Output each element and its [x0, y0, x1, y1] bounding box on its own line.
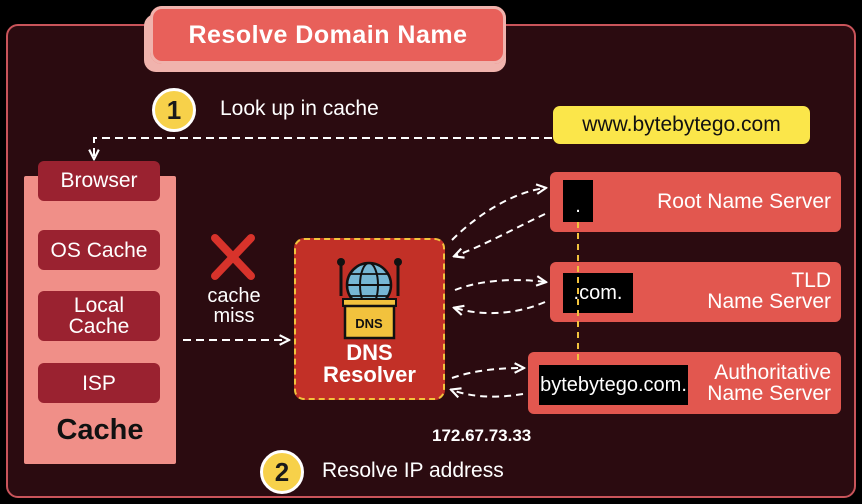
root-server-name: Root Name Server: [657, 190, 831, 213]
dns-badge-text: DNS: [355, 316, 383, 331]
step-2-badge: 2: [260, 450, 304, 494]
cache-label: Cache: [56, 414, 144, 446]
ip-address: 172.67.73.33: [432, 426, 532, 445]
browser-box: Browser: [38, 161, 160, 201]
root-to-resolver-arrow: [455, 213, 546, 256]
cache-miss-label: cache miss: [207, 285, 261, 328]
resolver-to-root-arrow: [451, 188, 545, 241]
root-server-box: Root Name Server: [550, 172, 841, 232]
dns-resolver-label: DNS Resolver: [294, 342, 445, 386]
authoritative-tag: bytebytego.com.: [539, 365, 688, 405]
authoritative-server-name-line2: Name Server: [707, 382, 831, 405]
tld-server-name-line1: TLD: [791, 269, 831, 292]
step-1-label: Look up in cache: [220, 97, 379, 120]
dns-server-icon: DNS: [337, 258, 402, 340]
resolver-to-tld-arrow: [454, 280, 545, 291]
lookup-arrow: [94, 137, 552, 158]
auth-to-resolver-arrow: [452, 390, 524, 397]
diagram-title: Resolve Domain Name: [150, 6, 506, 64]
authoritative-server-name-line1: Authoritative: [714, 361, 831, 384]
tld-to-resolver-arrow: [455, 301, 546, 313]
os-cache-box: OS Cache: [38, 230, 160, 270]
isp-box: ISP: [38, 363, 160, 403]
tld-server-name: TLD Name Server: [707, 270, 831, 312]
dns-resolver-label-line1: DNS: [346, 340, 393, 365]
root-tag: .: [563, 180, 593, 222]
tld-tag: .com.: [563, 273, 633, 313]
tld-server-name-line2: Name Server: [707, 290, 831, 313]
resolver-to-auth-arrow: [451, 368, 523, 379]
dns-resolver-label-line2: Resolver: [323, 362, 416, 387]
local-cache-box: Local Cache: [38, 291, 160, 341]
step-2-label: Resolve IP address: [322, 459, 504, 482]
cross-icon: [211, 234, 255, 280]
step-1-badge: 1: [152, 88, 196, 132]
authoritative-server-name: Authoritative Name Server: [707, 362, 831, 404]
url-box: www.bytebytego.com: [553, 106, 810, 144]
